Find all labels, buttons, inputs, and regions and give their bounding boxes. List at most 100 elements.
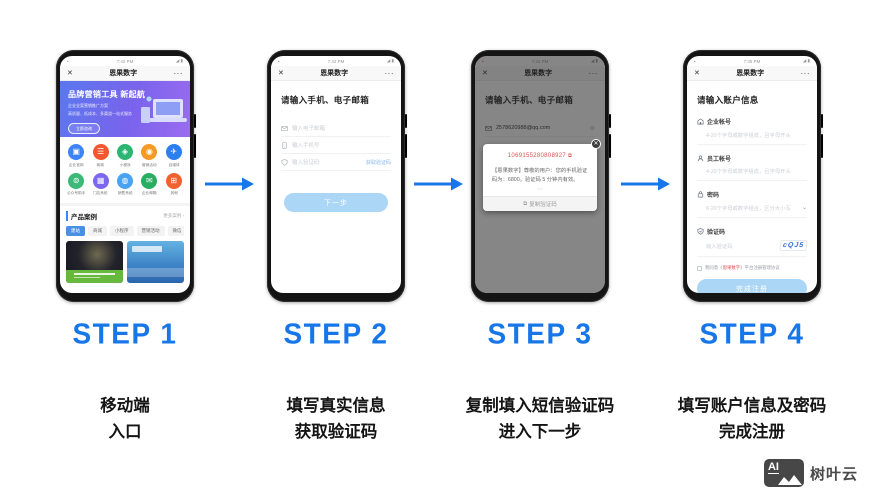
- app-item[interactable]: ✉企业邮箱: [137, 172, 161, 197]
- get-code-link[interactable]: 获取验证码: [365, 159, 391, 166]
- volume-button: [820, 114, 823, 128]
- status-dot: •: [67, 58, 69, 64]
- phone-2-screen: • 7:42 PM ◢ ▮ ✕ 恩果数字 ··· 请输入手机、电子邮箱 输入电子…: [271, 56, 401, 293]
- nav-bar: ✕ 恩果数字 ···: [687, 66, 817, 81]
- step-1-caption: 移动端入口: [100, 397, 150, 442]
- app-item[interactable]: ✈自媒体: [162, 144, 186, 168]
- agreement-row[interactable]: 我同意《恩果数字》平台注册管理协议: [697, 265, 807, 271]
- tab-weixin[interactable]: 微信: [167, 226, 184, 236]
- app-title: 恩果数字: [736, 70, 765, 77]
- volume-button: [404, 114, 407, 128]
- banner-subtitle-2: 高质量、低成本、多渠道一站式服务: [68, 110, 132, 116]
- password-placeholder: 6-20个字母或数字组合，区分大小写: [706, 205, 791, 212]
- status-dot: •: [278, 58, 280, 64]
- more-icon[interactable]: ···: [800, 68, 810, 78]
- miniprogram-icon: ◈: [116, 144, 133, 160]
- nav-bar: ✕ 恩果数字 ···: [60, 66, 190, 81]
- password-label: 密码: [707, 193, 720, 199]
- app-item[interactable]: ◈小程序: [113, 144, 137, 168]
- case-card-dark[interactable]: [66, 241, 123, 283]
- hero-banner[interactable]: 品牌营销工具 新起航 企业全案营销推广方案 高质量、低成本、多渠道一站式服务 立…: [60, 81, 190, 137]
- case-card-beach[interactable]: [127, 241, 184, 283]
- nav-bar: ✕ 恩果数字 ···: [271, 66, 401, 81]
- power-button: [404, 134, 407, 158]
- password-group[interactable]: 密码 6-20个字母或数字组合，区分大小写 ⌄: [697, 190, 807, 218]
- case-tabs: 建站 商城 小程序 营销活动 微信: [66, 226, 184, 236]
- phone-3: • 7:42 PM ◢ ▮ ✕ 恩果数字 ··· 请输入手机、电子邮箱 2578…: [471, 50, 611, 302]
- app-item[interactable]: ◉营销活动: [137, 144, 161, 168]
- step-4-label: STEP 4: [699, 317, 805, 350]
- modal-close-icon[interactable]: ✕: [591, 139, 601, 149]
- captcha-group[interactable]: 验证码 输入验证码 cQJ5: [697, 227, 808, 257]
- close-icon[interactable]: ✕: [67, 70, 73, 77]
- building-icon: [697, 118, 704, 125]
- ai-logo-icon: AI: [763, 459, 804, 487]
- tab-jianzhan[interactable]: 建站: [66, 226, 85, 236]
- website-icon: ▣: [68, 144, 85, 160]
- step-1-label: STEP 1: [72, 317, 178, 350]
- tab-shangcheng[interactable]: 商城: [88, 226, 107, 236]
- agreement-checkbox[interactable]: [697, 265, 702, 271]
- email-field[interactable]: 输入电子邮箱: [281, 120, 391, 137]
- chevron-down-icon[interactable]: ⌄: [801, 205, 807, 211]
- close-icon[interactable]: ✕: [694, 70, 700, 77]
- mountain-icon: [777, 475, 802, 485]
- phone-4-screen: • 7:45 PM ◢ ▮ ✕ 恩果数字 ··· 请输入账户信息 企业帐号 4-…: [687, 56, 817, 293]
- app-item[interactable]: ▣企业官网: [64, 144, 88, 168]
- close-icon[interactable]: ✕: [278, 70, 284, 77]
- app-item[interactable]: ▦门店系统: [88, 172, 112, 197]
- banner-cta-button[interactable]: 立即咨询: [68, 123, 100, 134]
- phone-2: • 7:42 PM ◢ ▮ ✕ 恩果数字 ··· 请输入手机、电子邮箱 输入电子…: [267, 50, 407, 302]
- email-icon: ✉: [141, 172, 158, 189]
- captcha-image[interactable]: cQJ5: [779, 240, 808, 251]
- signal-battery-icon: ◢ ▮: [386, 58, 394, 63]
- status-bar: • 7:42 PM ◢ ▮: [60, 56, 190, 66]
- more-cases-link[interactable]: 更多案例 ›: [163, 213, 184, 218]
- sms-message: 【恩果数字】尊敬的用户：您的手机验证 码为：6800。验证码 5 分钟内有效。: [492, 168, 588, 183]
- sms-modal: ✕ 1069155280808927 ⧉ 【恩果数字】尊敬的用户：您的手机验证 …: [483, 139, 601, 212]
- app-item[interactable]: ☰商城: [88, 144, 112, 168]
- mall-icon: ☰: [92, 144, 109, 160]
- agreement-text: 我同意《恩果数字》平台注册管理协议: [705, 265, 780, 270]
- mail-icon: [281, 125, 288, 132]
- expand-dots[interactable]: ⋯: [537, 187, 543, 194]
- others-icon: ⊞: [165, 172, 182, 189]
- copy-code-button[interactable]: ⧉ 复制验证码: [483, 196, 597, 212]
- status-bar: • 7:45 PM ◢ ▮: [687, 56, 817, 66]
- app-item[interactable]: ◍销售系统: [113, 172, 137, 197]
- next-step-button[interactable]: 下一步: [284, 193, 388, 212]
- watermark-brand: 树叶云: [809, 465, 858, 483]
- sms-code-placeholder: 输入验证码: [292, 160, 320, 166]
- app-item[interactable]: ⊞其他: [162, 172, 186, 197]
- signal-battery-icon: ◢ ▮: [175, 58, 183, 63]
- arrow-2-icon: [414, 177, 463, 191]
- signal-battery-icon: ◢ ▮: [802, 58, 810, 63]
- step-2-caption: 填写真实信息获取验证码: [286, 397, 386, 442]
- step-3-label: STEP 3: [487, 317, 593, 350]
- captcha-label: 验证码: [707, 229, 726, 236]
- mobile-field[interactable]: 输入手机号: [281, 137, 391, 154]
- company-account-group[interactable]: 企业帐号 4-20个字母或数字组成，且字母开头: [697, 117, 807, 145]
- marketing-icon: ◉: [141, 144, 158, 160]
- app-item[interactable]: ⊚公众号助手: [64, 172, 88, 197]
- phone-3-screen: • 7:42 PM ◢ ▮ ✕ 恩果数字 ··· 请输入手机、电子邮箱 2578…: [475, 56, 605, 293]
- tab-xiaochengxu[interactable]: 小程序: [110, 226, 134, 236]
- staff-account-group[interactable]: 员工帐号 4-20个字母或数字组成，且字母开头: [697, 154, 807, 181]
- more-icon[interactable]: ···: [384, 68, 394, 78]
- volume-button: [608, 114, 611, 128]
- agreement-brand: 恩果数字: [722, 265, 741, 270]
- copy-icon[interactable]: ⧉: [567, 153, 573, 159]
- more-icon[interactable]: ···: [173, 68, 183, 78]
- staff-account-label: 员工帐号: [707, 156, 732, 163]
- status-time: 7:42 PM: [327, 58, 345, 64]
- app-title: 恩果数字: [109, 70, 138, 77]
- phone-1: • 7:42 PM ◢ ▮ ✕ 恩果数字 ··· 品牌营销工具 新起航 企业全案…: [56, 50, 196, 302]
- finish-register-button[interactable]: 完成注册: [697, 279, 807, 293]
- sms-code-number: 1069155280808927 ⧉: [507, 153, 573, 159]
- sms-code-field[interactable]: 输入验证码 获取验证码: [281, 154, 391, 171]
- status-bar: • 7:42 PM ◢ ▮: [271, 56, 401, 66]
- product-cases-section: 产品案例 更多案例 › 建站 商城 小程序 营销活动 微信: [60, 206, 190, 283]
- captcha-placeholder: 输入验证码: [706, 243, 733, 250]
- tab-yingxiao[interactable]: 营销活动: [136, 226, 165, 236]
